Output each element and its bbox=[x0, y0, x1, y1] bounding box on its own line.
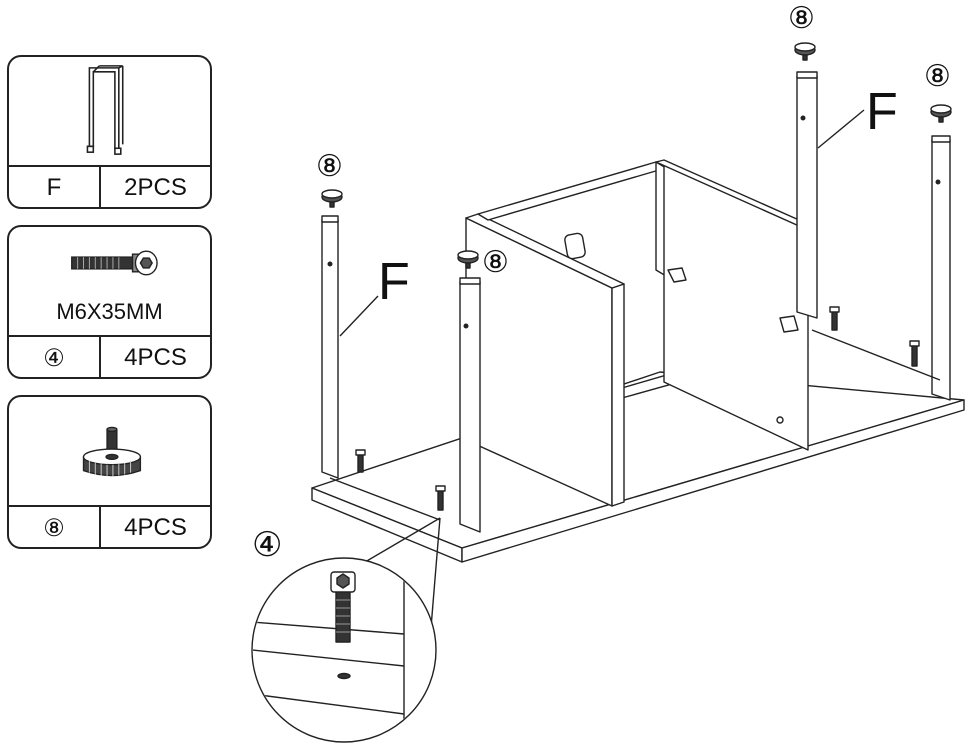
cabinet-left-panel bbox=[465, 213, 625, 507]
cabinet-base-slab bbox=[311, 371, 965, 563]
leg-back-right bbox=[811, 135, 951, 401]
callout-leg-left: F bbox=[378, 253, 410, 311]
bolt-right-1 bbox=[829, 306, 840, 331]
bolt-spec-label: M6X35MM bbox=[56, 299, 163, 324]
part-card-leveling-foot: ⑧ 4PCS bbox=[7, 395, 212, 549]
leader-leg-right bbox=[817, 109, 865, 149]
part-id-bolt: ④ bbox=[9, 337, 101, 377]
bolt-right-2 bbox=[909, 340, 920, 367]
detail-leader-2 bbox=[429, 517, 441, 641]
leg-front-middle bbox=[459, 277, 481, 533]
part-qty-leveling-foot: 4PCS bbox=[124, 514, 187, 541]
part-id-leg-frame: F bbox=[9, 167, 101, 207]
callout-foot-front-middle: ⑧ bbox=[482, 246, 509, 279]
leveling-foot-front-left bbox=[321, 189, 343, 208]
bolt-detail-magnifier bbox=[251, 557, 437, 743]
corner-bracket-right bbox=[779, 315, 799, 333]
bolt-left-2 bbox=[435, 485, 446, 511]
callout-foot-back-left: ⑧ bbox=[788, 2, 815, 35]
callout-foot-front-left: ⑧ bbox=[316, 150, 343, 183]
leader-leg-left bbox=[339, 295, 379, 337]
leg-back-left bbox=[796, 71, 818, 319]
part-row-leveling-foot: ⑧ 4PCS bbox=[9, 505, 210, 547]
corner-bracket-left bbox=[667, 267, 687, 283]
bolt-left-1 bbox=[355, 449, 366, 473]
leveling-foot-front-middle bbox=[457, 250, 479, 269]
leveling-foot-back-left bbox=[794, 42, 816, 61]
part-row-leg-frame: F 2PCS bbox=[9, 165, 210, 207]
leg-frame-icon bbox=[86, 65, 124, 155]
part-card-bolt: M6X35MM ④ 4PCS bbox=[7, 225, 212, 379]
part-row-bolt: ④ 4PCS bbox=[9, 335, 210, 377]
parts-list: F 2PCS M6X35MM ④ 4PCS bbox=[0, 0, 222, 560]
bolt-icon bbox=[71, 250, 158, 276]
part-card-leg-frame: F 2PCS bbox=[7, 55, 212, 209]
leveling-foot-back-right bbox=[930, 104, 952, 123]
leg-front-left bbox=[321, 215, 441, 521]
part-id-leveling-foot: ⑧ bbox=[9, 507, 101, 547]
callout-leg-right: F bbox=[866, 83, 898, 141]
leveling-foot-icon bbox=[82, 426, 142, 477]
part-qty-leg-frame: 2PCS bbox=[124, 174, 187, 201]
callout-foot-back-right: ⑧ bbox=[924, 60, 951, 93]
part-qty-bolt: 4PCS bbox=[124, 344, 187, 371]
callout-bolt: ④ bbox=[252, 526, 283, 564]
